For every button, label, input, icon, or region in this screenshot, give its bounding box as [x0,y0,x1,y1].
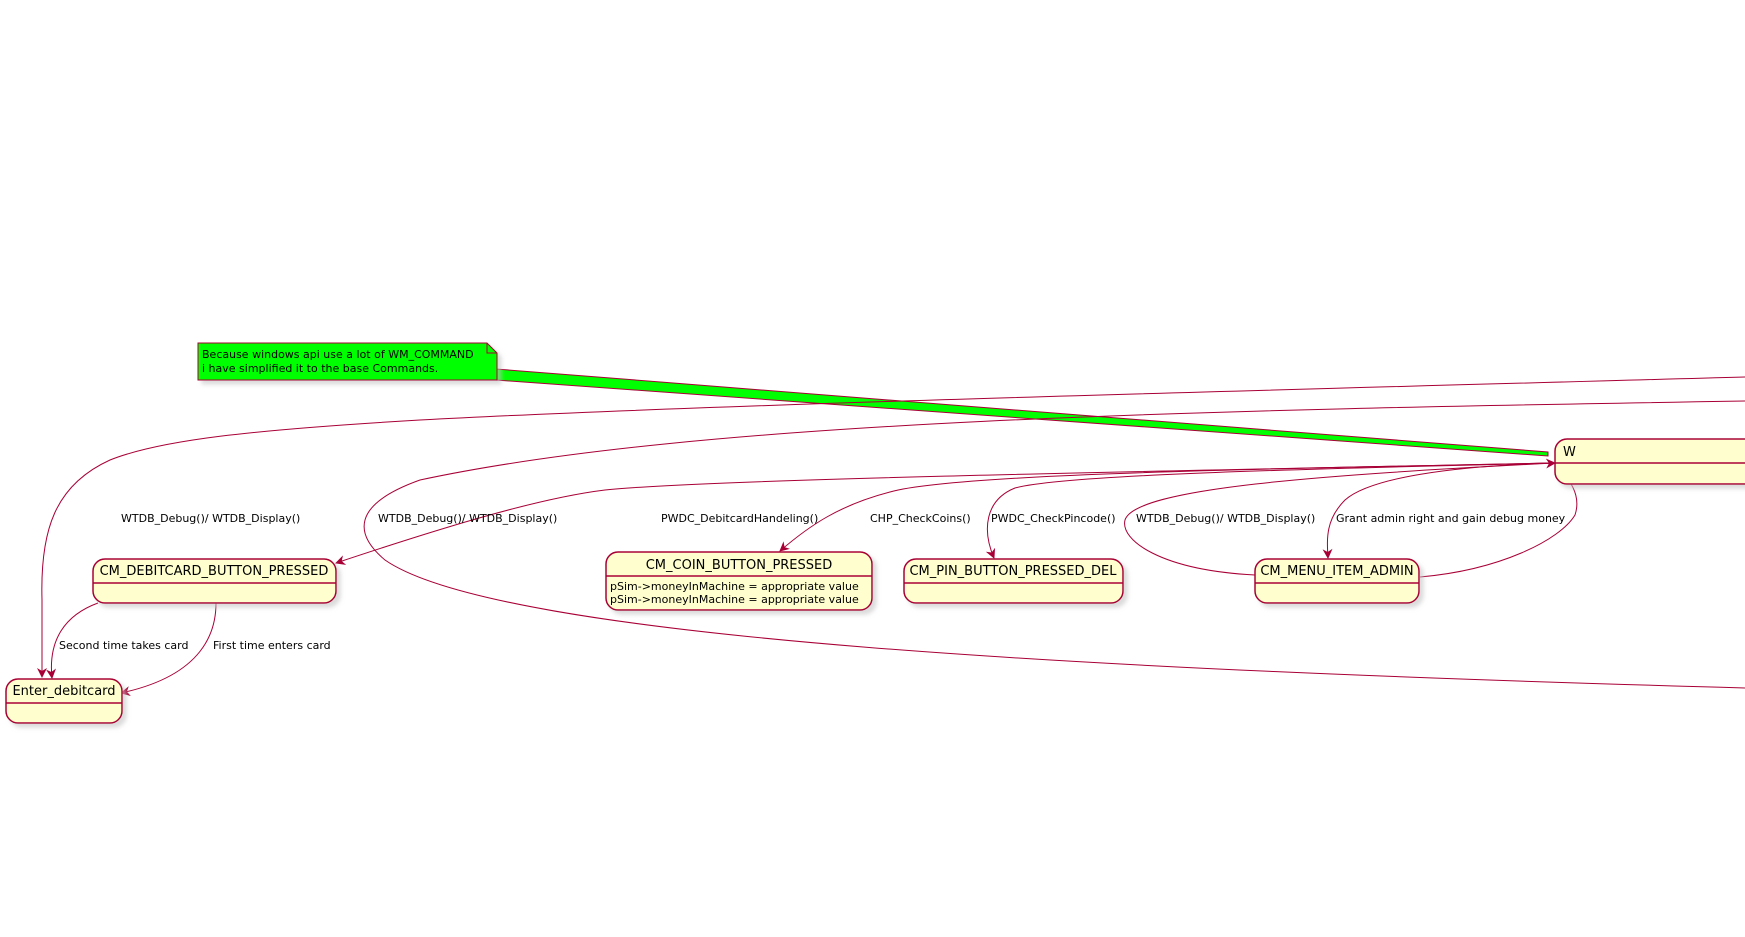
state-debitcard-button: CM_DEBITCARD_BUTTON_PRESSED [92,558,337,604]
state-coin-button: CM_COIN_BUTTON_PRESSED pSim->moneyInMach… [605,551,873,611]
state-coin-button-name: CM_COIN_BUTTON_PRESSED [646,558,833,573]
note-shape [197,342,498,381]
edge-admin-debug [1124,458,1556,576]
edge-debug-to-enter [37,376,1745,678]
state-menu-admin: CM_MENU_ITEM_ADMIN [1254,558,1420,604]
edge-label-debug-long: WTDB_Debug()/ WTDB_Display() [378,512,557,525]
states: W CM_DEBITCARD_BUTTON_PRESSED CM_COIN_BU… [5,438,1745,724]
state-menu-admin-name: CM_MENU_ITEM_ADMIN [1260,564,1413,579]
note-line-2: i have simplified it to the base Command… [202,362,438,375]
edge-grant-admin [1322,462,1556,559]
note: Because windows api use a lot of WM_COMM… [197,342,1549,457]
state-debitcard-button-name: CM_DEBITCARD_BUTTON_PRESSED [100,564,329,579]
edge-labels: WTDB_Debug()/ WTDB_Display() WTDB_Debug(… [59,512,1566,652]
edge-label-grant-admin: Grant admin right and gain debug money [1336,512,1566,525]
note-line-1: Because windows api use a lot of WM_COMM… [202,348,474,361]
edge-label-first-time: First time enters card [213,639,331,652]
edge-label-debug-to-enter: WTDB_Debug()/ WTDB_Display() [121,512,300,525]
state-hub: W [1554,438,1745,485]
edge-admin-return [1419,469,1578,578]
state-coin-button-body-1: pSim->moneyInMachine = appropriate value [610,580,859,593]
edge-label-check-coins: CHP_CheckCoins() [870,512,971,525]
edge-label-second-time: Second time takes card [59,639,188,652]
note-connector [495,368,1549,457]
edge-first-time [120,602,217,696]
edge-debitcard-handling [335,462,1556,565]
edges [37,376,1745,696]
edge-label-check-pincode: PWDC_CheckPincode() [991,512,1116,525]
edge-check-coins [779,462,1556,552]
edge-check-pincode [985,462,1556,559]
state-enter-debitcard: Enter_debitcard [5,678,123,724]
edge-second-time [46,602,99,679]
edge-label-admin-debug: WTDB_Debug()/ WTDB_Display() [1136,512,1315,525]
state-pin-button-name: CM_PIN_BUTTON_PRESSED_DEL [909,564,1117,579]
state-coin-button-body-2: pSim->moneyInMachine = appropriate value [610,593,859,606]
edge-label-debitcard-handling: PWDC_DebitcardHandeling() [661,512,818,525]
state-pin-button: CM_PIN_BUTTON_PRESSED_DEL [903,558,1124,604]
state-enter-debitcard-name: Enter_debitcard [12,684,115,699]
state-hub-name: W [1563,445,1576,460]
edge-debug-long [363,400,1745,689]
